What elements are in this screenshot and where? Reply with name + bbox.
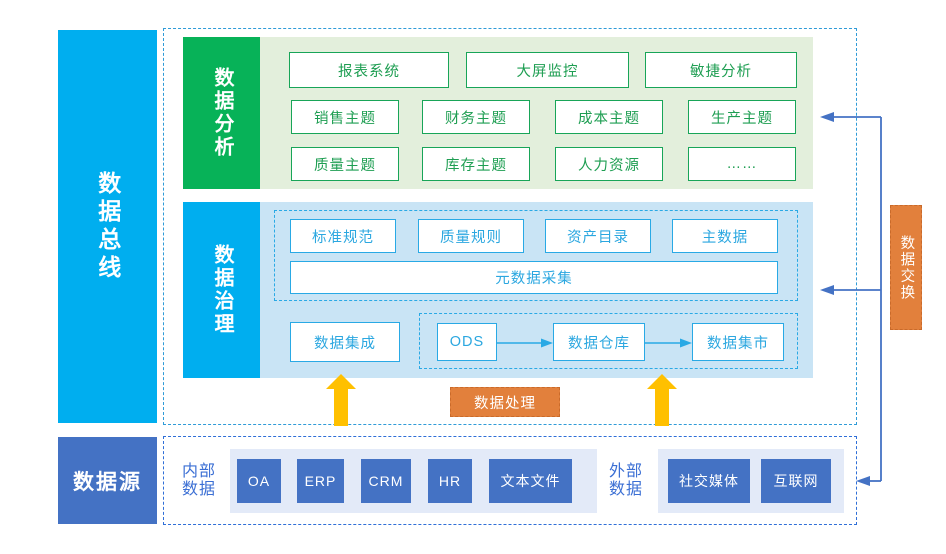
analysis-item-report-system[interactable]: 报表系统 (289, 52, 449, 88)
data-processing-badge[interactable]: 数据处理 (450, 387, 560, 417)
internal-data-label: 内部 数据 (181, 463, 216, 498)
analysis-item-finance-topic[interactable]: 财务主题 (422, 100, 530, 134)
data-source-label: 数据源 (73, 470, 142, 494)
analysis-item-sales-topic[interactable]: 销售主题 (291, 100, 399, 134)
governance-item-asset-catalog[interactable]: 资产目录 (545, 219, 651, 253)
data-analysis-label: 数据分析 (211, 67, 233, 159)
data-analysis-header: 数据分析 (183, 37, 260, 189)
governance-item-standards[interactable]: 标准规范 (290, 219, 396, 253)
source-item-crm[interactable]: CRM (361, 459, 411, 503)
etl-arrow-warehouse-to-mart (645, 336, 692, 348)
source-item-internet[interactable]: 互联网 (761, 459, 831, 503)
data-governance-label: 数据治理 (211, 244, 233, 336)
external-data-label: 外部 数据 (608, 463, 643, 498)
data-bus-label: 数据总线 (94, 170, 121, 283)
analysis-item-inventory-topic[interactable]: 库存主题 (422, 147, 530, 181)
source-item-social-media[interactable]: 社交媒体 (668, 459, 750, 503)
data-exchange-label: 数据交换 (898, 234, 915, 301)
analysis-item-human-resources[interactable]: 人力资源 (555, 147, 663, 181)
upload-arrow-right (647, 374, 677, 426)
analysis-item-cost-topic[interactable]: 成本主题 (555, 100, 663, 134)
data-bus-bar: 数据总线 (58, 30, 157, 423)
etl-flow-frame (419, 313, 798, 369)
governance-item-data-integration[interactable]: 数据集成 (290, 322, 400, 362)
etl-item-ods[interactable]: ODS (437, 323, 497, 361)
governance-item-metadata-collection[interactable]: 元数据采集 (290, 261, 778, 294)
etl-item-data-mart[interactable]: 数据集市 (692, 323, 784, 361)
analysis-item-agile-analysis[interactable]: 敏捷分析 (645, 52, 797, 88)
analysis-item-production-topic[interactable]: 生产主题 (688, 100, 796, 134)
analysis-item-big-screen-monitor[interactable]: 大屏监控 (466, 52, 629, 88)
analysis-item-quality-topic[interactable]: 质量主题 (291, 147, 399, 181)
source-item-hr[interactable]: HR (428, 459, 472, 503)
source-item-oa[interactable]: OA (237, 459, 281, 503)
data-exchange-badge[interactable]: 数据交换 (890, 205, 922, 330)
platform-frame (163, 28, 857, 425)
source-item-erp[interactable]: ERP (297, 459, 344, 503)
governance-item-quality-rules[interactable]: 质量规则 (418, 219, 524, 253)
analysis-item-more[interactable]: …… (688, 147, 796, 181)
data-governance-header: 数据治理 (183, 202, 260, 378)
etl-item-data-warehouse[interactable]: 数据仓库 (553, 323, 645, 361)
data-source-bar: 数据源 (58, 437, 157, 524)
governance-item-master-data[interactable]: 主数据 (672, 219, 778, 253)
upload-arrow-left (326, 374, 356, 426)
source-item-text-file[interactable]: 文本文件 (489, 459, 572, 503)
etl-arrow-ods-to-warehouse (497, 336, 553, 348)
metadata-group-frame (274, 210, 798, 301)
